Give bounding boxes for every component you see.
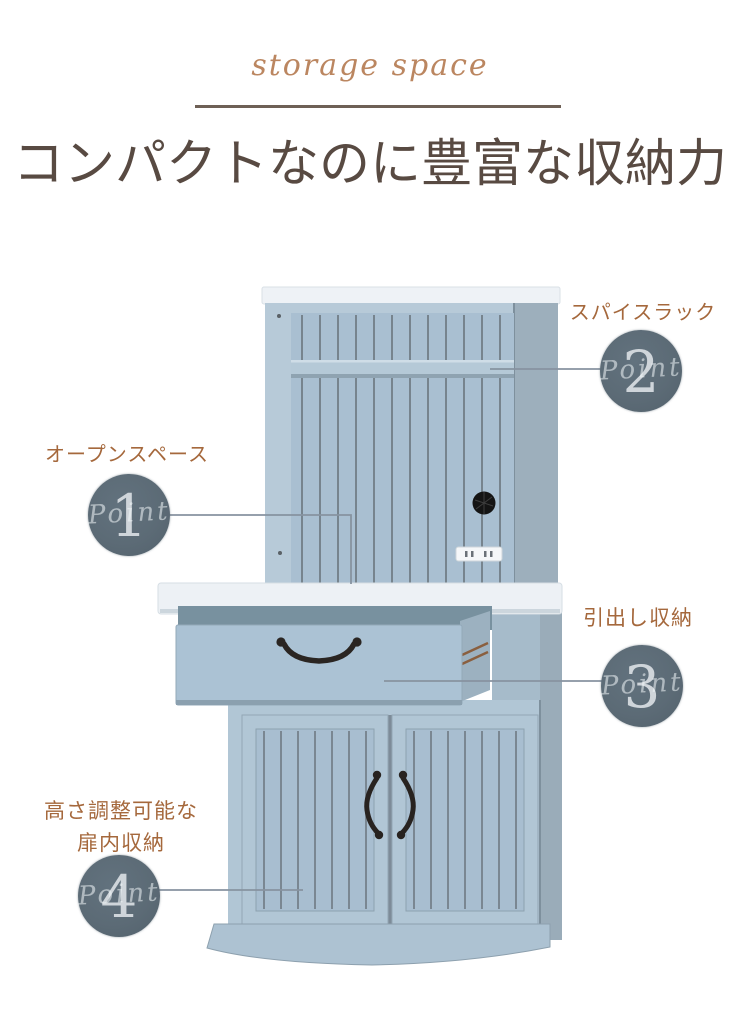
page-title: コンパクトなのに豊富な収納力 [12,137,727,193]
door-left [241,714,389,926]
point-label-4: 高さ調整可能な 扉内収納 [28,796,214,860]
point-label-4-line2: 扉内収納 [77,832,165,855]
point-label-1: オープンスペース [45,444,209,466]
open-drawer [175,606,492,706]
door-handle-right [396,770,416,840]
cabinet-base [206,923,551,966]
power-outlet-strip [455,546,503,562]
point-badge-2: 2 Point [599,330,683,412]
screw-dot [277,314,281,318]
lower-cabinet [206,700,562,966]
screw-dot [278,551,282,555]
cable-hole [472,491,496,515]
point-number-3: 3 [623,653,661,721]
point-number-4: 4 [100,863,138,931]
door-gap [388,715,392,925]
drawer-side [460,611,490,702]
point-label-3: 引出し収納 [583,607,693,630]
eyebrow-script-text: storage space [251,48,489,83]
point-badge-1: 1 Point [87,474,171,556]
spice-rack-shelf [291,360,514,378]
door-right [391,714,539,926]
door-handle-left [364,770,384,840]
hutch [261,286,561,592]
point-number-1: 1 [110,482,148,550]
point-label-4-line1: 高さ調整可能な [44,800,198,823]
drawer-handle [276,637,362,664]
point-label-2: スパイスラック [569,302,717,324]
header-divider-line [195,105,561,108]
point-badge-4: 4 Point [77,855,161,937]
connector-point-1 [170,514,352,584]
point-badge-3: 3 Point [600,645,684,727]
point-number-2: 2 [622,338,660,406]
